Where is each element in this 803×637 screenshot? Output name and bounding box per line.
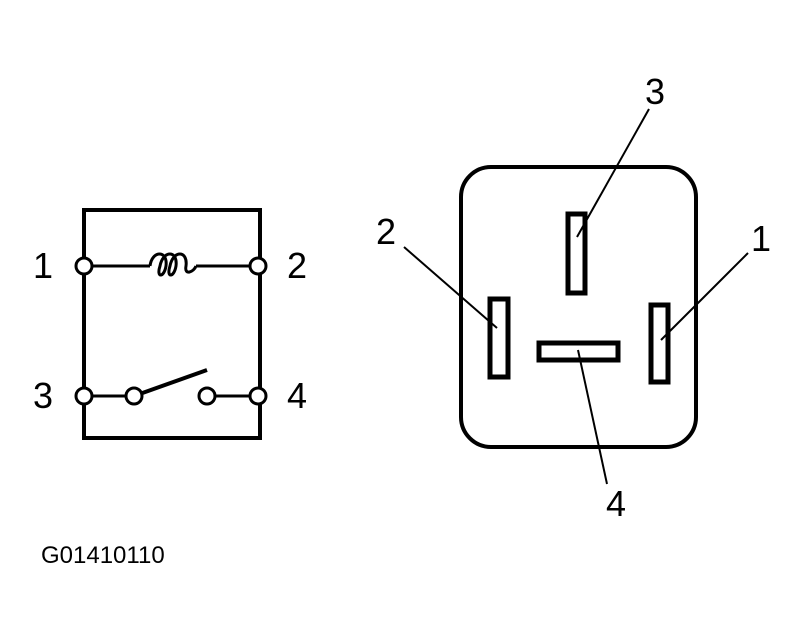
connector-pin-1-label: 1 [751, 218, 771, 259]
blade-2 [487, 296, 511, 380]
schematic-pin-3-label: 3 [33, 375, 53, 416]
connector-pin-3-label: 3 [645, 71, 665, 112]
connector-pin-2-label: 2 [376, 211, 396, 252]
schematic-pin-2-label: 2 [287, 245, 307, 286]
schematic-pin-1-label: 1 [33, 245, 53, 286]
relay-connector-face: 3 2 1 4 [376, 71, 771, 524]
terminal-4 [248, 386, 268, 406]
schematic-pin-4-label: 4 [287, 375, 307, 416]
terminal-3 [74, 386, 94, 406]
schematic-box-lower [82, 266, 262, 440]
connector-pin-4-label: 4 [606, 483, 626, 524]
blade-3 [565, 211, 588, 296]
relay-schematic: 1 2 3 4 [33, 208, 307, 440]
leader-line-2 [403, 246, 498, 329]
blade-1 [648, 302, 671, 385]
connector-housing [459, 165, 698, 449]
coil-icon [148, 252, 198, 277]
terminal-2 [248, 256, 268, 276]
leader-line-1 [660, 252, 749, 341]
schematic-box [82, 208, 262, 266]
terminal-1 [74, 256, 94, 276]
figure-id: G01410110 [41, 542, 165, 569]
switch-arm [133, 368, 208, 398]
switch-contact-fixed [197, 386, 217, 406]
leader-line-4 [577, 349, 608, 485]
switch-contact-moving [124, 386, 144, 406]
leader-line-3 [576, 108, 650, 238]
